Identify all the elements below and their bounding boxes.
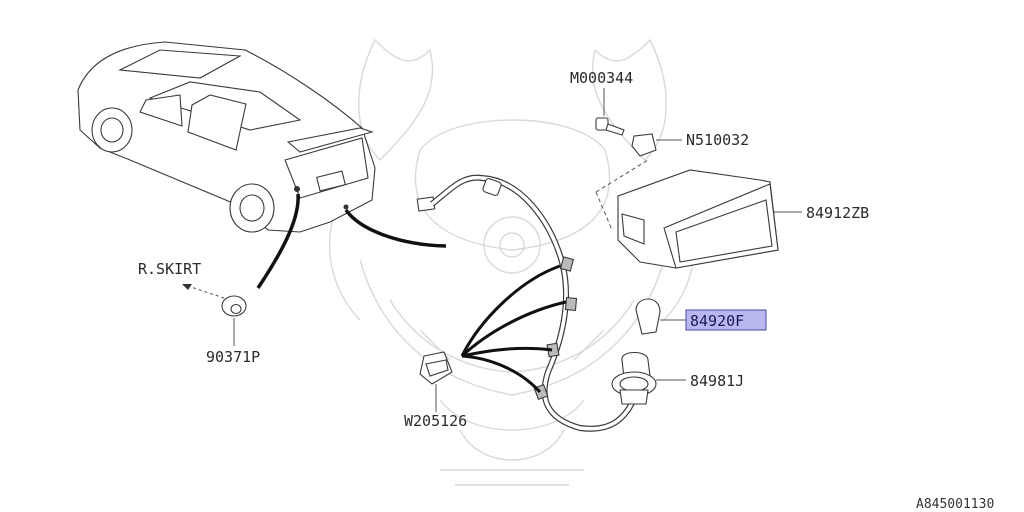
skirt-reference-label: R.SKIRT <box>138 260 201 278</box>
bolt-part[interactable] <box>595 88 625 136</box>
bulb-part[interactable] <box>635 298 686 335</box>
skirt-reference: R.SKIRT <box>138 260 231 301</box>
callout-curve-lamp <box>344 208 447 248</box>
wire-harness <box>416 174 639 432</box>
fog-lamp-part[interactable] <box>595 159 802 269</box>
watermark-emblem <box>328 38 696 486</box>
part-label-grommet[interactable]: 90371P <box>206 348 260 366</box>
part-label-socket[interactable]: 84981J <box>690 372 744 390</box>
grommet-part[interactable] <box>221 295 247 346</box>
part-label-fog-lamp[interactable]: 84912ZB <box>806 204 869 222</box>
part-label-clip[interactable]: W205126 <box>404 412 467 430</box>
part-label-bulb[interactable]: 84920F <box>690 312 744 330</box>
part-label-nut[interactable]: N510032 <box>686 131 749 149</box>
clip-callout-curves <box>460 264 567 394</box>
clip-part[interactable] <box>419 351 453 412</box>
socket-part[interactable] <box>611 351 686 405</box>
part-label-bolt[interactable]: M000344 <box>570 69 633 87</box>
car-illustration <box>77 41 376 233</box>
figure-code: A845001130 <box>916 497 994 512</box>
callout-curve-grommet <box>256 193 300 289</box>
part-highlight-bulb <box>685 309 767 331</box>
nut-part[interactable] <box>631 133 682 157</box>
